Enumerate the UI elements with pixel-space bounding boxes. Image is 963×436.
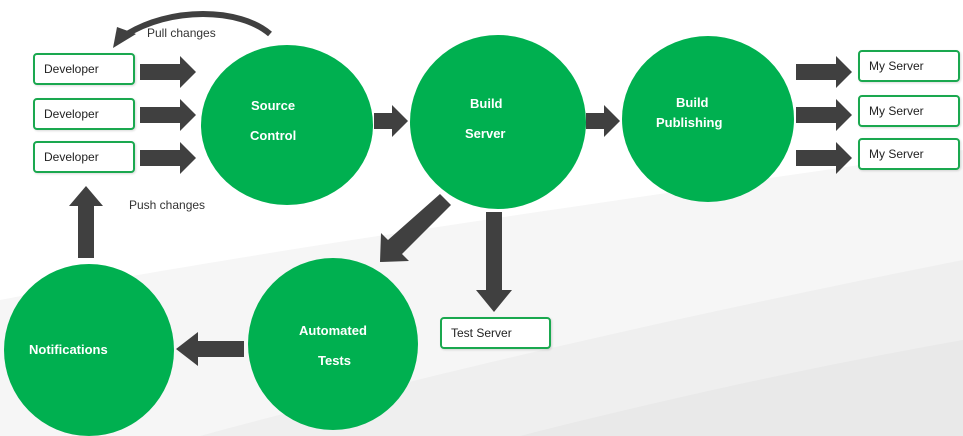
dev3-to-source-arrow <box>140 142 196 174</box>
my-server-box-2: My Server <box>858 95 960 127</box>
dev2-to-source-arrow <box>140 99 196 131</box>
developer-box-2: Developer <box>33 98 135 130</box>
pull-changes-arrow <box>122 11 272 39</box>
developer-box-1: Developer <box>33 53 135 85</box>
source-control-node: Source Control <box>201 45 373 205</box>
publish-to-server1-arrow <box>796 56 852 88</box>
publish-to-server3-arrow <box>796 142 852 174</box>
build-to-tests-arrow <box>380 194 451 262</box>
dev1-to-source-arrow <box>140 56 196 88</box>
source-to-build-arrow <box>374 105 408 137</box>
automated-tests-label-line1: Automated <box>299 323 367 338</box>
build-publishing-label-line2: Publishing <box>656 115 723 130</box>
automated-tests-node: Automated Tests <box>248 258 418 430</box>
source-control-label-line2: Control <box>250 128 297 143</box>
pull-changes-arrowhead <box>113 27 136 48</box>
notifications-to-dev-arrow <box>69 186 103 258</box>
notifications-label: Notifications <box>29 342 108 357</box>
build-server-label-line1: Build <box>470 96 503 111</box>
build-publishing-label-line1: Build <box>676 95 709 110</box>
build-publishing-node: Build Publishing <box>622 36 794 202</box>
publish-to-server2-arrow <box>796 99 852 131</box>
automated-tests-label-line2: Tests <box>318 353 351 368</box>
tests-to-notifications-arrow <box>176 332 244 366</box>
developer-box-3: Developer <box>33 141 135 173</box>
notifications-node: Notifications <box>4 264 174 436</box>
my-server-box-3: My Server <box>858 138 960 170</box>
test-server-box: Test Server <box>440 317 551 349</box>
pull-changes-label: Pull changes <box>147 26 216 40</box>
build-to-testserver-arrow <box>476 212 512 312</box>
build-server-node: Build Server <box>410 35 586 209</box>
source-control-label-line1: Source <box>251 98 296 113</box>
build-to-publish-arrow <box>586 105 620 137</box>
build-server-label-line2: Server <box>465 126 506 141</box>
my-server-box-1: My Server <box>858 50 960 82</box>
push-changes-label: Push changes <box>129 198 206 212</box>
